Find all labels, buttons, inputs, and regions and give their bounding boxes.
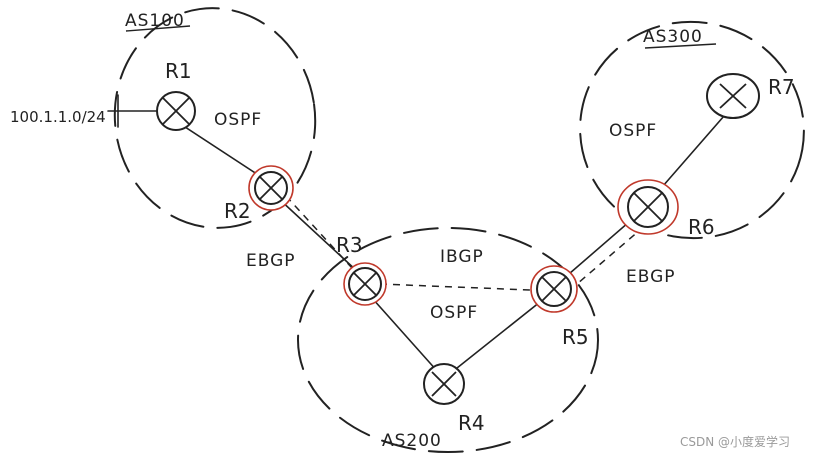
network-prefix-label: 100.1.1.0/24 bbox=[10, 108, 106, 126]
link-r3-r4 bbox=[371, 297, 439, 373]
router-r6[interactable] bbox=[617, 179, 679, 235]
ebgp-left-label: EBGP bbox=[246, 251, 296, 271]
router-r4[interactable] bbox=[423, 363, 465, 405]
ebgp-session-right bbox=[569, 229, 641, 291]
r4-label: R4 bbox=[458, 411, 485, 435]
ospf-as300-label: OSPF bbox=[609, 121, 657, 141]
r2-label: R2 bbox=[224, 199, 251, 223]
as200-label: AS200 bbox=[382, 431, 442, 451]
as100-underline bbox=[125, 25, 191, 32]
as300-underline bbox=[644, 43, 717, 49]
r3-label: R3 bbox=[336, 233, 363, 257]
as200-boundary bbox=[297, 227, 599, 453]
ibgp-session bbox=[379, 283, 531, 291]
link-r6-r7 bbox=[655, 115, 725, 195]
link-r1-r2 bbox=[181, 124, 267, 181]
as300-boundary bbox=[579, 20, 805, 240]
router-r2[interactable] bbox=[248, 165, 294, 211]
as300-label: AS300 bbox=[643, 27, 703, 47]
watermark: CSDN @小度爱学习 bbox=[680, 434, 790, 449]
ebgp-right-label: EBGP bbox=[626, 267, 676, 287]
r7-label: R7 bbox=[768, 75, 795, 99]
ebgp-session-left bbox=[285, 195, 353, 269]
router-r5[interactable] bbox=[530, 265, 578, 313]
as100-label: AS100 bbox=[125, 11, 185, 31]
link-r5-r6 bbox=[561, 215, 637, 281]
r6-label: R6 bbox=[688, 215, 715, 239]
ospf-as200-label: OSPF bbox=[430, 303, 478, 323]
r5-label: R5 bbox=[562, 325, 589, 349]
router-r3[interactable] bbox=[343, 262, 387, 306]
as100-boundary bbox=[113, 7, 317, 229]
ospf-as100-label: OSPF bbox=[214, 110, 262, 130]
router-r7[interactable] bbox=[706, 73, 760, 119]
r1-label: R1 bbox=[165, 59, 192, 83]
ibgp-label: IBGP bbox=[440, 247, 484, 267]
link-r2-r3 bbox=[277, 197, 359, 273]
link-r4-r5 bbox=[451, 297, 546, 373]
router-r1[interactable] bbox=[156, 91, 196, 131]
